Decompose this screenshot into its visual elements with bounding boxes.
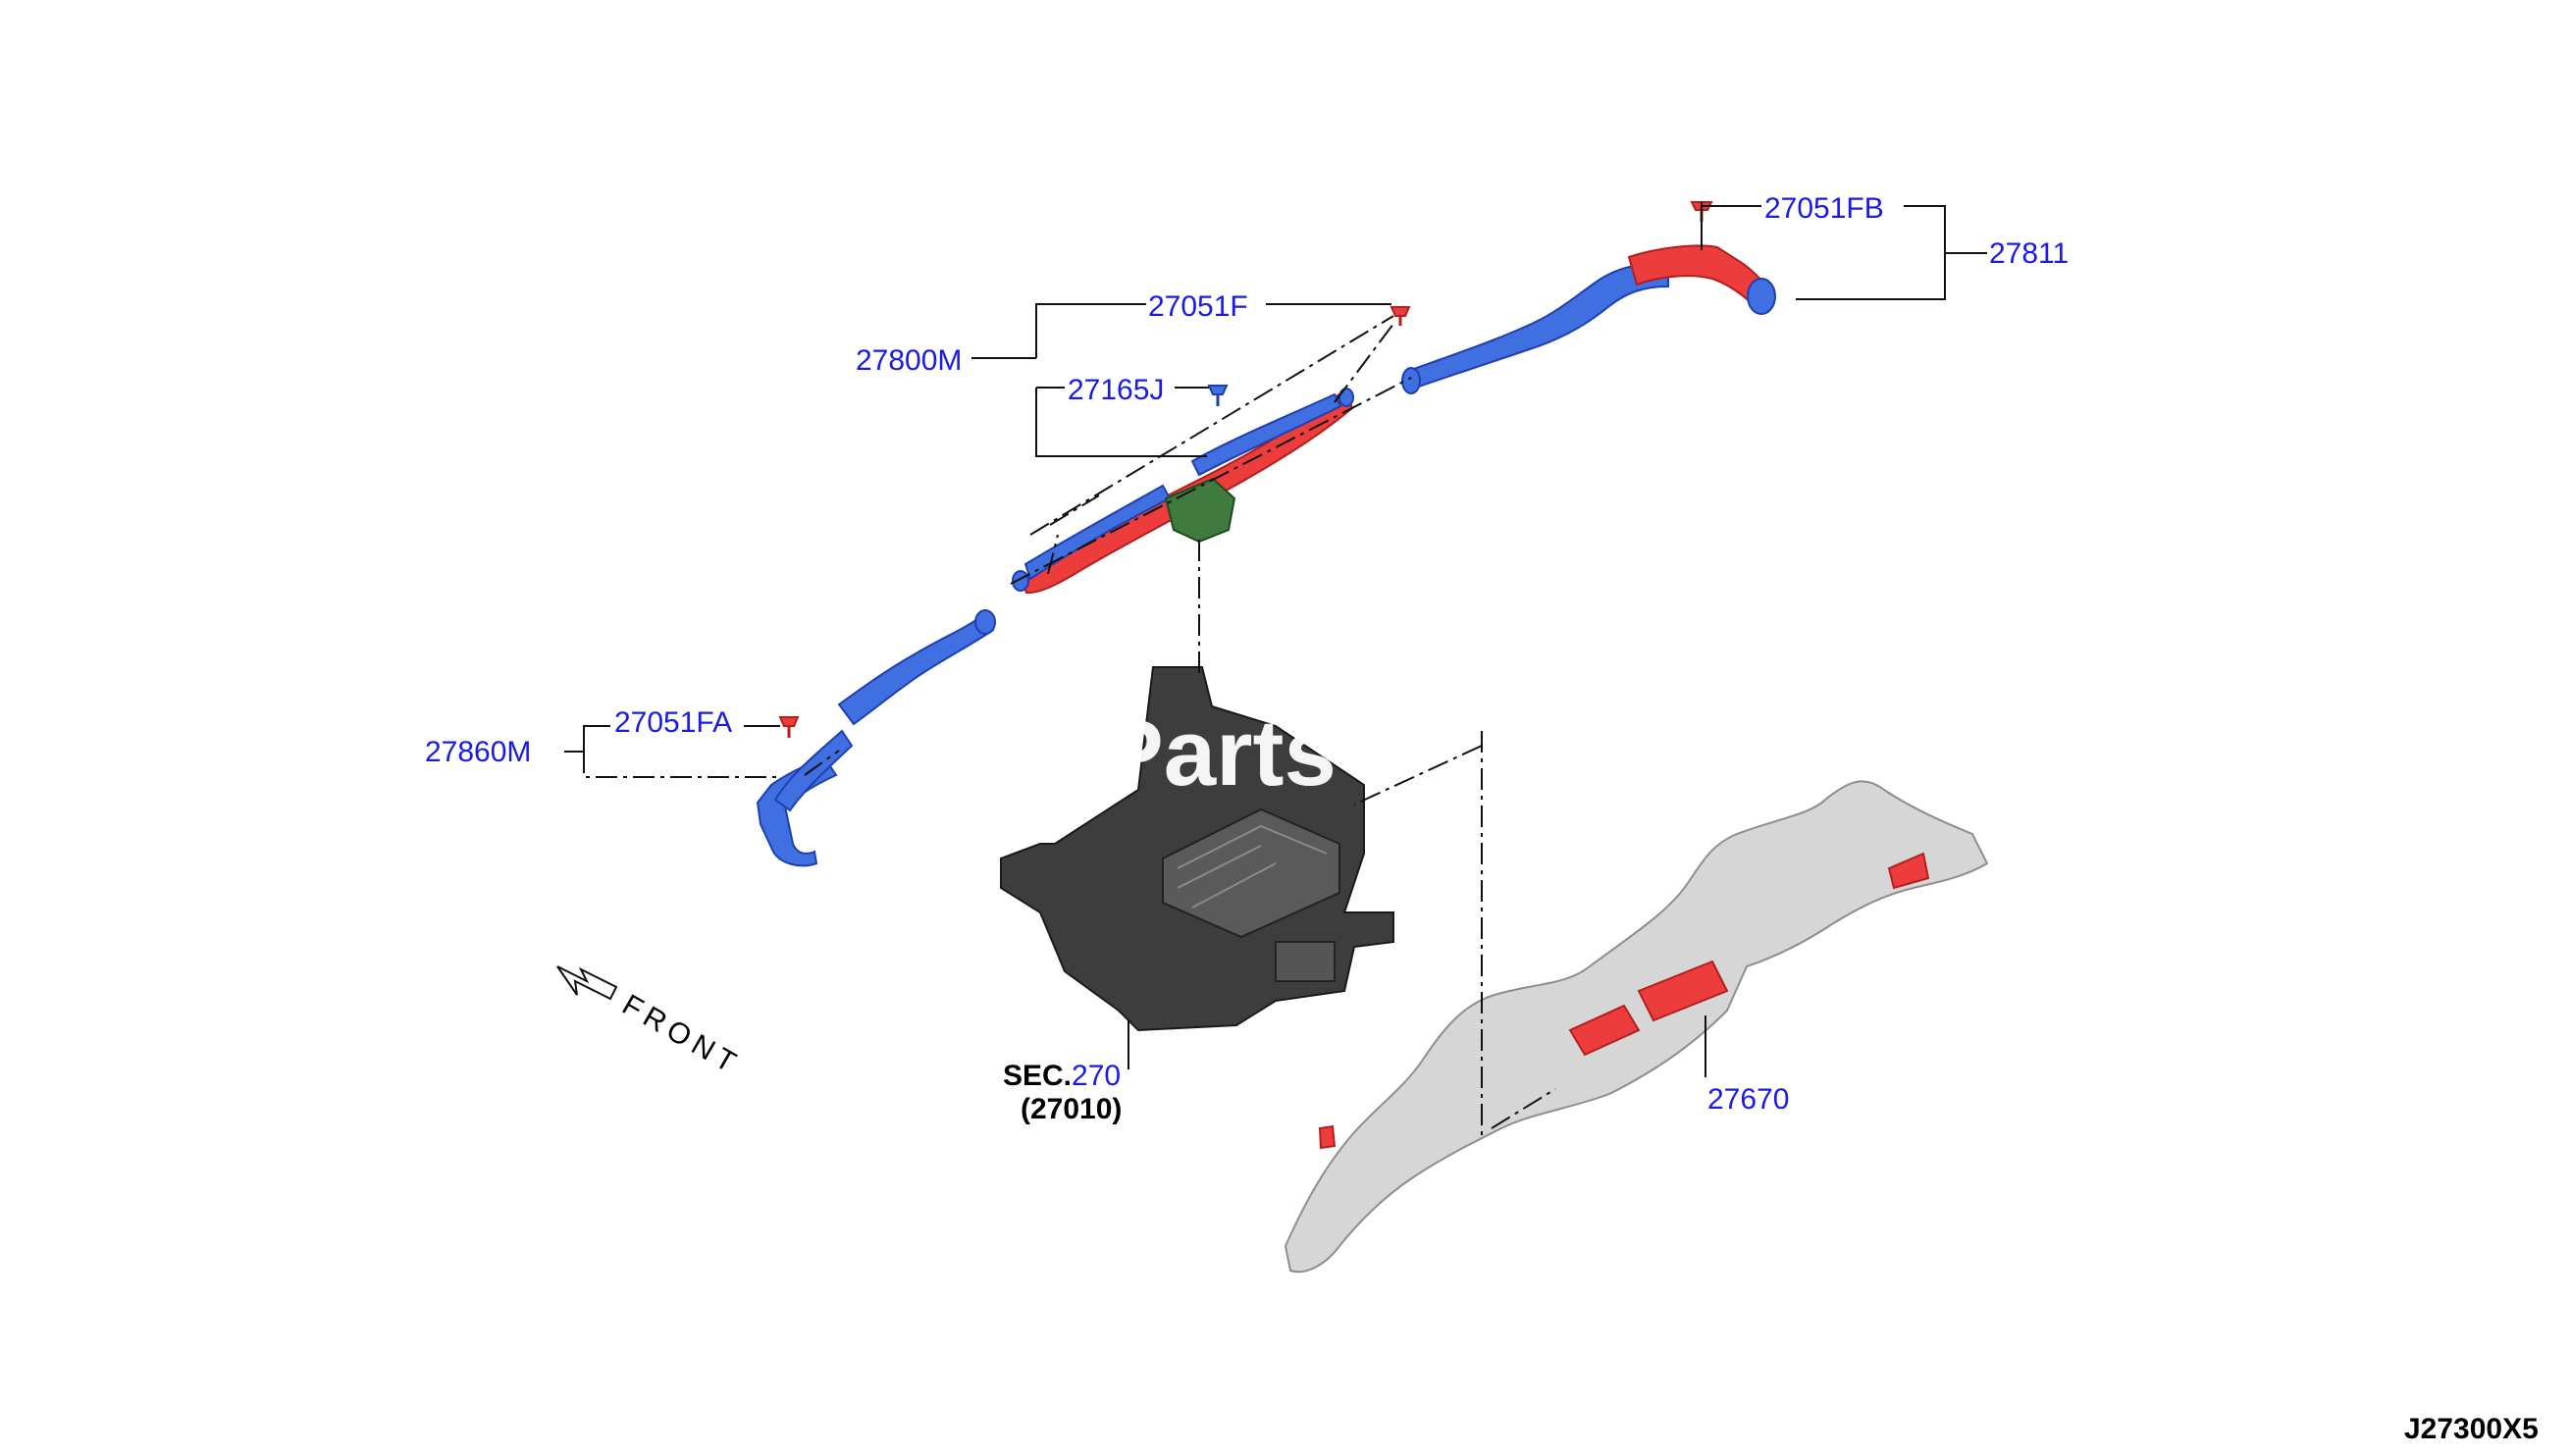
defroster-nozzle[interactable] (1012, 388, 1354, 595)
callout-27811[interactable]: 27811 (1989, 237, 2069, 270)
floor-duct-27670[interactable] (1284, 780, 1989, 1274)
heater-unit[interactable] (1000, 666, 1394, 1032)
clip-27051FA[interactable] (778, 716, 800, 738)
floor-vent-left (1568, 1004, 1641, 1057)
callout-27800M[interactable]: 27800M (856, 344, 962, 377)
sec-number: 270 (1072, 1060, 1121, 1092)
clip-27051F[interactable] (1390, 306, 1411, 326)
sec-prefix: SEC. (1003, 1060, 1072, 1092)
callout-27051FB[interactable]: 27051FB (1764, 192, 1884, 225)
callout-27670[interactable]: 27670 (1707, 1083, 1789, 1116)
leader-lines (564, 202, 1987, 1077)
watermark: ... Parts (996, 701, 1337, 806)
section-reference[interactable]: SEC.270 (27010) (1003, 1060, 1122, 1125)
drawing-code: J27300X5 (2404, 1413, 2539, 1445)
dash-lines (583, 315, 1556, 1138)
callout-27860M[interactable]: 27860M (425, 736, 531, 768)
defroster-duct-right[interactable] (1401, 244, 1776, 394)
callout-27165J[interactable]: 27165J (1068, 374, 1164, 406)
defroster-duct-left[interactable] (756, 609, 996, 867)
center-vent-nozzle (1164, 477, 1236, 544)
front-direction-arrow: FRONT (556, 965, 747, 1082)
callout-27051FA[interactable]: 27051FA (614, 706, 732, 739)
duct-end-cap (1747, 278, 1776, 315)
svg-text:SEC.270: SEC.270 (1003, 1060, 1121, 1092)
callout-27051F[interactable]: 27051F (1148, 290, 1248, 323)
clip-27165J[interactable] (1207, 385, 1229, 406)
floor-vent-right (1637, 960, 1729, 1022)
front-label: FRONT (617, 988, 747, 1081)
sec-part-number: (27010) (1021, 1093, 1122, 1125)
